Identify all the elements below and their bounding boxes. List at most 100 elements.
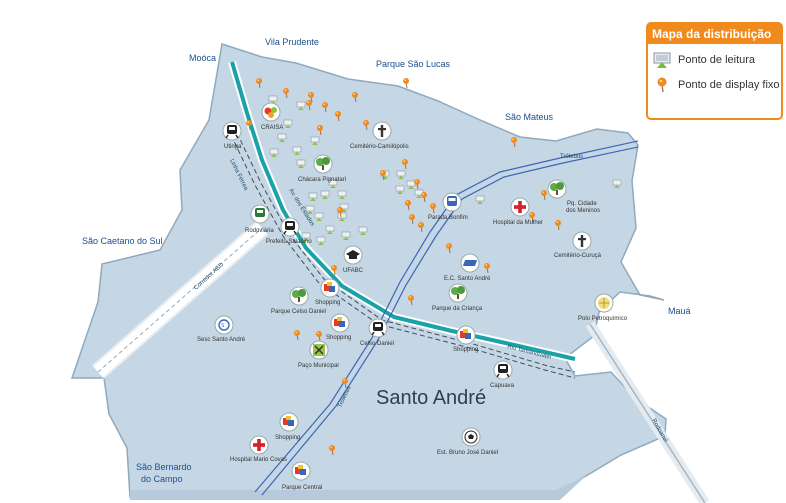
- display-point-marker: [294, 330, 300, 341]
- sesc-icon: S: [214, 315, 234, 335]
- reading-point-marker: [396, 170, 406, 179]
- train-icon: [250, 204, 270, 224]
- neighbor-parque-sao-lucas: Parque São Lucas: [376, 59, 451, 69]
- shopping-bags-icon: [279, 412, 299, 432]
- display-point-marker: [529, 212, 535, 223]
- label-pq-cidade-1: Pq. Cidade: [567, 201, 597, 207]
- train-icon: [493, 360, 513, 380]
- neighbor-vila-prudente: Vila Prudente: [265, 37, 319, 47]
- display-point-marker: [414, 179, 420, 190]
- label-ec-santo-andre: E.C. Santo André: [444, 276, 491, 282]
- neighbor-maua: Mauá: [668, 306, 691, 316]
- display-point-marker: [335, 111, 341, 122]
- svg-text:S: S: [221, 323, 225, 329]
- label-est-bruno-jose-daniel: Est. Bruno José Daniel: [437, 450, 498, 456]
- label-prefeito-saladino: Prefeito Saladino: [266, 239, 312, 245]
- reading-point-marker: [308, 192, 318, 201]
- display-point-marker: [484, 263, 490, 274]
- label-capuava: Capuava: [490, 383, 515, 389]
- label-parada-bonfim: Parada Bonfim: [428, 215, 468, 221]
- reading-point-marker: [316, 236, 326, 245]
- hospital-cross-icon: [510, 197, 530, 217]
- display-point-marker: [430, 203, 436, 214]
- neighbor-sao-bernardo-2: do Campo: [141, 474, 183, 484]
- display-point-marker: [342, 378, 348, 389]
- hospital-cross-icon: [249, 435, 269, 455]
- display-point-marker: [246, 120, 252, 131]
- reading-point-marker: [269, 148, 279, 157]
- display-point-marker: [322, 102, 328, 113]
- reading-point-marker: [277, 133, 287, 142]
- corredor-abd-road: [92, 221, 268, 379]
- reading-point-marker: [395, 185, 405, 194]
- bus-icon: [442, 192, 462, 212]
- reading-point-marker: [328, 179, 338, 188]
- fruit-basket-icon: [261, 102, 281, 122]
- reading-point-marker: [283, 119, 293, 128]
- display-point-marker: [409, 214, 415, 225]
- road-trolebus-top: Trólebus: [560, 154, 583, 160]
- shopping-bags-icon: [291, 461, 311, 481]
- neighbor-sao-bernardo-1: São Bernardo: [136, 462, 192, 472]
- display-points: [246, 78, 561, 456]
- santo-andre-land: [70, 43, 667, 498]
- map-legend: Mapa da distribuição Ponto de leitura Po…: [646, 22, 783, 120]
- label-ufabc: UFABC: [343, 268, 364, 274]
- display-point-marker: [283, 88, 289, 99]
- label-craisa: CRAISA: [261, 125, 283, 131]
- legend-reading-label: Ponto de leitura: [678, 54, 756, 66]
- shopping-bags-icon: [320, 278, 340, 298]
- landmarks: Utinga CRAISA Cemitério-Camilópolis Chác…: [197, 102, 628, 491]
- display-point-marker: [421, 192, 427, 203]
- display-point-marker: [329, 445, 335, 456]
- label-parque-central: Parque Central: [282, 485, 322, 491]
- soccer-ball-icon: [461, 427, 481, 447]
- label-parque-crianca: Parque da Criança: [432, 306, 483, 312]
- display-point-marker: [403, 78, 409, 89]
- label-utinga: Utinga: [224, 144, 242, 150]
- train-icon: [368, 318, 388, 338]
- label-pq-cidade-2: dos Meninos: [566, 208, 600, 214]
- reading-point-marker: [301, 232, 311, 241]
- display-point-marker: [331, 265, 337, 276]
- orange-pin-icon: [652, 76, 674, 94]
- tree-icon: [448, 283, 468, 303]
- display-point-marker: [317, 125, 323, 136]
- display-point-marker: [511, 137, 517, 148]
- label-shopping-1: Shopping: [315, 300, 340, 306]
- label-celso-daniel: Celso Daniel: [360, 341, 394, 347]
- label-polo-petroquimico: Polo Petroquímico: [578, 316, 628, 322]
- reading-point-marker: [314, 212, 324, 221]
- display-point-marker: [405, 200, 411, 211]
- display-point-marker: [337, 207, 343, 218]
- label-paco-municipal: Paço Municipal: [298, 363, 339, 369]
- reading-point-marker: [475, 195, 485, 204]
- display-point-marker: [316, 331, 322, 342]
- display-point-marker: [256, 78, 262, 89]
- linha-ferrea: [230, 132, 576, 379]
- reading-point-marker: [305, 205, 315, 214]
- label-rodoviaria: Rodoviária: [245, 228, 274, 234]
- tree-icon: [289, 286, 309, 306]
- tree-icon: [313, 154, 333, 174]
- display-point-marker: [418, 222, 424, 233]
- cross-icon: [372, 121, 392, 141]
- reading-point-marker: [358, 226, 368, 235]
- rodoanel-road: [585, 321, 710, 503]
- reading-stand-icon: [652, 51, 674, 69]
- field-icon: [460, 253, 480, 273]
- display-point-marker: [541, 190, 547, 201]
- legend-display-point: Ponto de display fixo: [652, 76, 781, 94]
- reading-point-marker: [292, 146, 302, 155]
- reading-point-marker: [341, 231, 351, 240]
- reading-point-marker: [296, 101, 306, 110]
- factory-icon: [594, 293, 614, 313]
- label-parque-celso-daniel: Parque Celso Daniel: [271, 309, 326, 315]
- reading-point-marker: [320, 190, 330, 199]
- display-point-marker: [352, 92, 358, 103]
- train-icon: [280, 217, 300, 237]
- display-point-marker: [555, 220, 561, 231]
- paco-icon: [309, 340, 329, 360]
- shopping-bags-icon: [456, 325, 476, 345]
- neighbor-sao-caetano: São Caetano do Sul: [82, 236, 163, 246]
